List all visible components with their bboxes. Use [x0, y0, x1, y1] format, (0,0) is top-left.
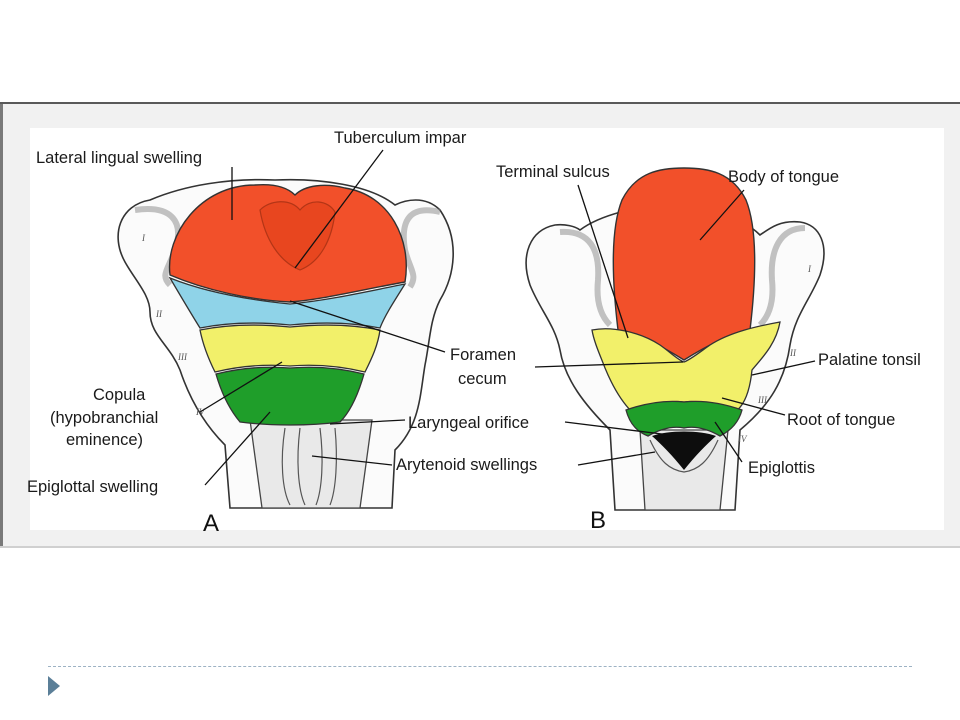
leader-copula: [199, 361, 283, 413]
leader-laryngeal-b: [564, 421, 663, 435]
label-tuberculum-impar: Tuberculum impar: [334, 129, 467, 147]
leader-root-of-tongue: [721, 397, 786, 416]
panel-a-arch-numeral-3: III: [177, 352, 188, 362]
label-foramen: Foramen: [450, 346, 516, 364]
label-cecum: cecum: [458, 370, 507, 388]
leader-foramen-cecum-b: [534, 361, 684, 368]
panel-b-arch-numeral-4: IV: [737, 434, 748, 444]
panel-b-arch-shading-right: [757, 225, 806, 328]
leader-body-of-tongue: [699, 189, 745, 241]
panel-a-arytenoid-right: [315, 427, 337, 506]
panel-b-laryngeal-orifice: [652, 431, 716, 470]
leader-epiglottis: [714, 421, 743, 463]
panel-b-root-of-tongue: [591, 321, 781, 413]
panel-a: I II III IV: [117, 178, 454, 509]
leader-arytenoid-b: [577, 451, 656, 466]
label-palatine-tonsil: Palatine tonsil: [818, 351, 921, 369]
label-eminence: eminence): [66, 431, 143, 449]
leader-epiglottal: [204, 411, 271, 486]
label-copula: Copula: [93, 386, 146, 404]
label-root-of-tongue: Root of tongue: [787, 411, 895, 429]
panel-b-arch-numeral-2: II: [789, 348, 797, 358]
label-epiglottis: Epiglottis: [748, 459, 815, 477]
label-hypobranchial: (hypobranchial: [50, 409, 158, 427]
panel-b: I II III IV: [525, 167, 825, 511]
panel-a-laryngeal-tube: [249, 419, 373, 509]
panel-b-epiglottis-lip: [649, 439, 719, 473]
panel-a-arch-numeral-2: II: [155, 309, 163, 319]
panel-a-arytenoid-left: [281, 427, 306, 506]
label-epiglottal-swelling: Epiglottal swelling: [27, 478, 158, 496]
leader-laryngeal-a: [329, 419, 406, 425]
bullet-triangle-icon: [48, 676, 60, 696]
label-body-of-tongue: Body of tongue: [728, 168, 839, 186]
leader-terminal-sulcus: [577, 184, 629, 339]
panel-b-arch-numeral-3: III: [757, 395, 768, 405]
panel-b-arch-shading-left: [559, 228, 613, 328]
leader-palatine-tonsil: [751, 360, 816, 376]
leader-tuberculum-impar: [294, 149, 384, 269]
panel-letter-b: B: [590, 507, 606, 534]
footer-divider: [48, 666, 912, 667]
label-arytenoid-swellings: Arytenoid swellings: [396, 456, 537, 474]
panel-b-arch-numeral-1: I: [807, 264, 812, 274]
panel-a-tuberculum-impar-outline: [259, 201, 336, 271]
panel-letter-a: A: [203, 510, 219, 537]
panel-b-epiglottis-region: [625, 400, 743, 437]
label-terminal-sulcus: Terminal sulcus: [496, 163, 610, 181]
leader-arytenoid-a: [311, 455, 393, 466]
panel-a-third-arch-swelling: [199, 324, 381, 373]
panel-a-arch-numeral-1: I: [141, 233, 146, 243]
panel-a-fourth-arch-swelling: [215, 366, 365, 426]
label-lateral-lingual-swelling: Lateral lingual swelling: [36, 149, 202, 167]
panel-a-second-arch-swelling: [168, 276, 407, 329]
leader-foramen-cecum-a: [289, 300, 446, 353]
labels: Lateral lingual swelling Tuberculum impa…: [27, 129, 921, 537]
panel-b-body-of-tongue: [612, 167, 756, 361]
label-laryngeal-orifice: Laryngeal orifice: [408, 414, 529, 432]
leader-lines: [199, 149, 816, 486]
